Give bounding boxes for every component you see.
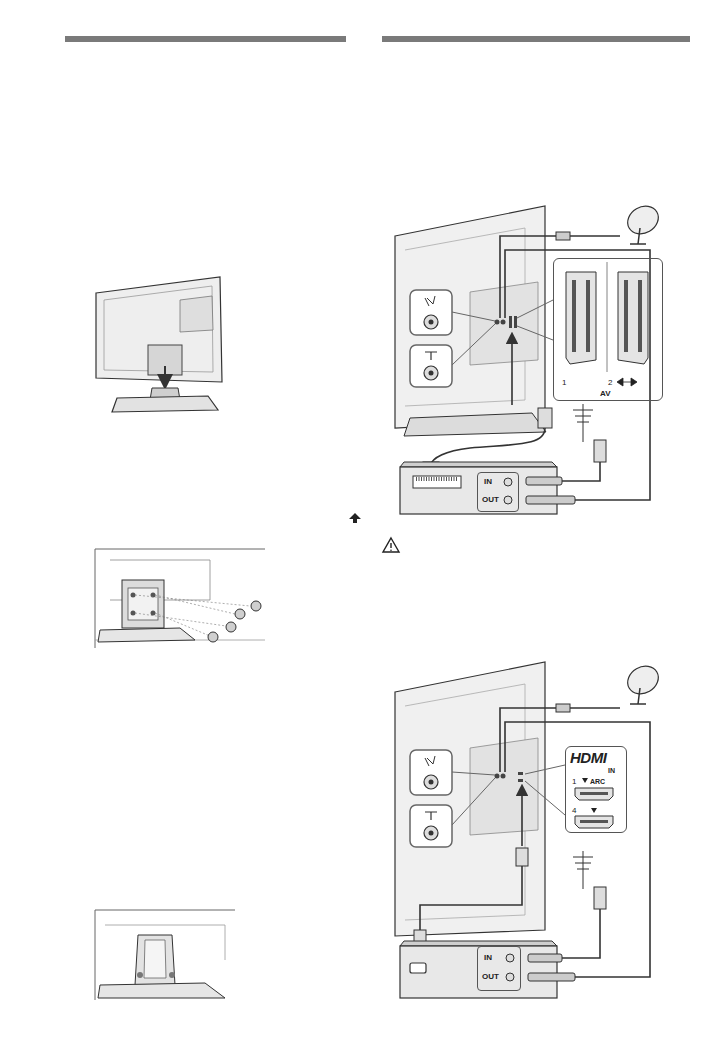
- port-label: 1: [572, 778, 576, 786]
- port-label: AV: [600, 390, 611, 398]
- port-label: IN: [484, 954, 492, 962]
- port-label: OUT: [482, 973, 499, 981]
- port-label: ARC: [590, 778, 605, 785]
- port-label: 2: [608, 379, 612, 387]
- port-label: 1: [562, 379, 566, 387]
- scart-callout: 1 2AV: [553, 258, 663, 401]
- jack-panel: IN OUT: [477, 946, 521, 991]
- hdmi-callout: HDMIIN 1 ARC 4: [565, 746, 627, 833]
- port-label: OUT: [482, 496, 499, 504]
- port-label: 4: [572, 807, 576, 815]
- port-label: HDMI: [570, 750, 606, 765]
- port-label: IN: [608, 767, 615, 774]
- jack-panel: IN OUT: [477, 472, 519, 512]
- port-label: IN: [484, 478, 492, 486]
